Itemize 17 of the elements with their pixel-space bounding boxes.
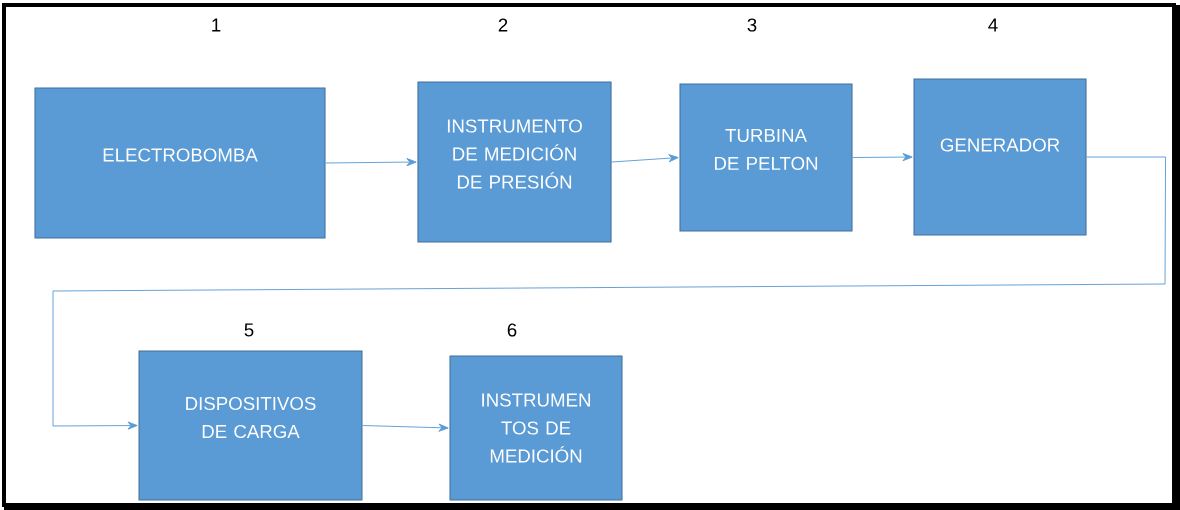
process-box: INSTRUMENTO DE MEDICIÓN DE PRESIÓN: [417, 81, 612, 243]
box-number: 2: [498, 18, 508, 32]
box-number: 4: [988, 18, 998, 32]
arrow: [52, 156, 1166, 430]
process-box: TURBINA DE PELTON: [679, 83, 853, 232]
arrow: [852, 153, 913, 162]
process-box: GENERADOR: [913, 78, 1087, 236]
process-box: DISPOSITIVOS DE CARGA: [138, 350, 363, 501]
box-number: 6: [507, 323, 517, 337]
arrow: [611, 154, 679, 163]
process-box: ELECTROBOMBA: [34, 87, 326, 239]
box-number: 3: [747, 18, 757, 32]
process-box: INSTRUMEN TOS DE MEDICIÓN: [449, 355, 623, 501]
arrow: [362, 423, 449, 432]
box-number: 5: [244, 323, 254, 337]
box-number: 1: [212, 18, 221, 32]
arrow: [325, 158, 417, 167]
